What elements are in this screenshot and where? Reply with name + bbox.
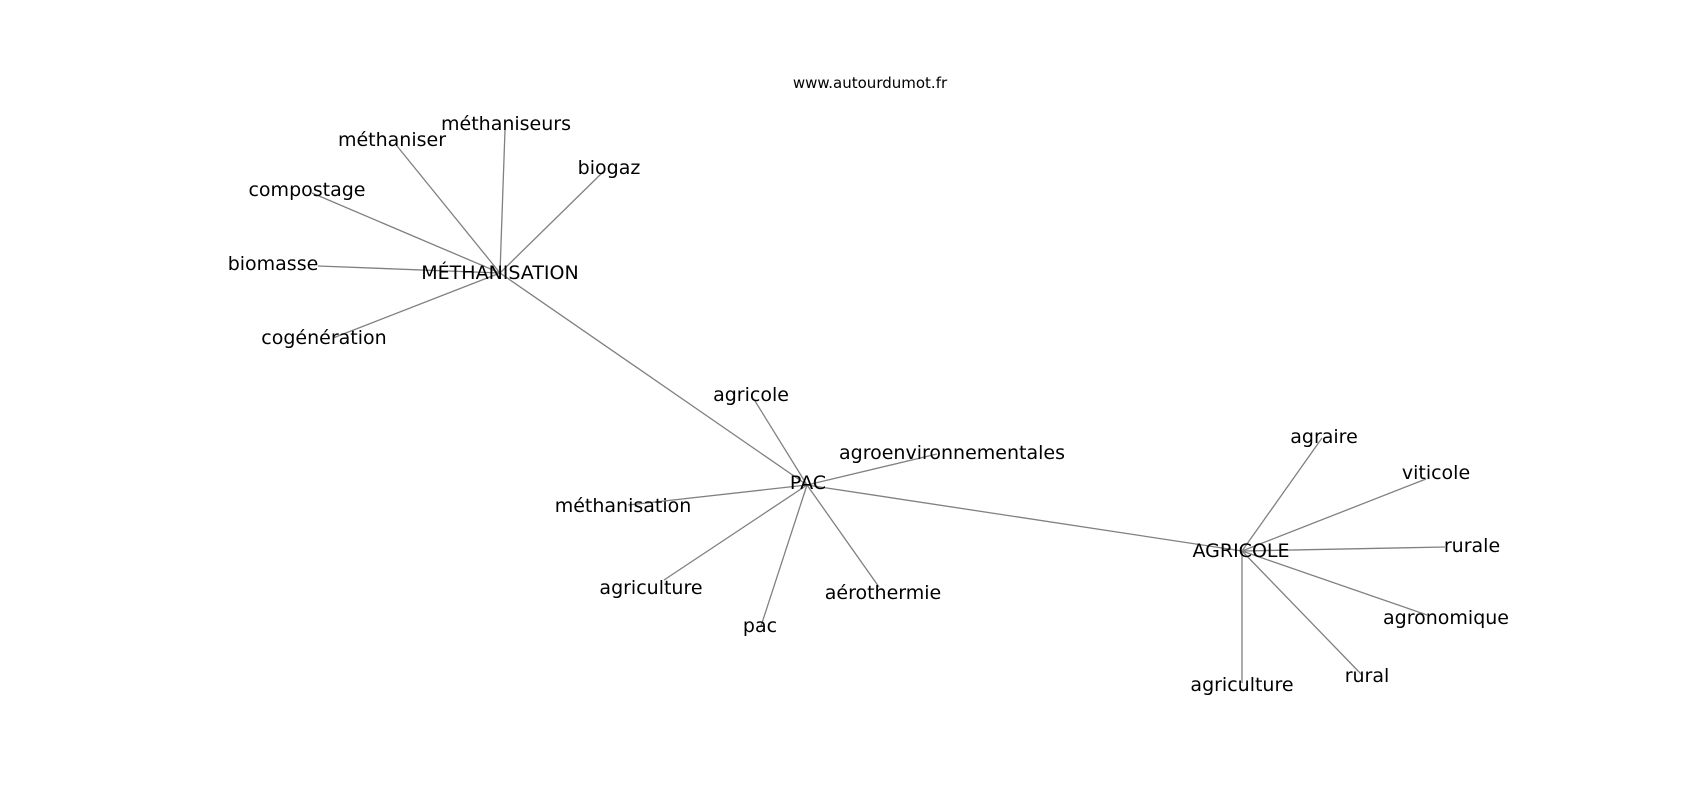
watermark-text: www.autourdumot.fr — [793, 74, 948, 92]
edge-methanisation_hub-biomasse — [317, 265, 501, 274]
edge-pac_hub-agricole — [754, 400, 808, 486]
node-label-methaniseurs: méthaniseurs — [441, 113, 571, 135]
node-label-agraire: agraire — [1290, 426, 1358, 448]
node-label-biomasse: biomasse — [228, 253, 319, 275]
label-group: MÉTHANISATIONPACAGRICOLEméthaniseursméth… — [228, 113, 1509, 696]
edge-methanisation_hub-compostage — [311, 192, 501, 274]
edge-methanisation_hub-biogaz — [499, 170, 605, 274]
edge-pac_hub-pac — [760, 484, 808, 627]
node-label-agroenvironnementales: agroenvironnementales — [839, 442, 1065, 464]
edge-agricole_hub-rural — [1241, 550, 1363, 676]
node-label-agricole-hub: AGRICOLE — [1192, 540, 1289, 562]
node-label-compostage: compostage — [248, 179, 365, 201]
node-label-biogaz: biogaz — [578, 157, 641, 179]
edge-methanisation_hub-methaniser — [396, 145, 501, 274]
edge-methanisation_hub-methaniseurs — [499, 129, 506, 274]
node-label-agriculture-pac: agriculture — [599, 577, 702, 599]
edge-group — [311, 129, 1446, 683]
edge-agricole_hub-agronomique — [1241, 550, 1428, 616]
node-label-rurale: rurale — [1444, 535, 1500, 557]
edge-agricole_hub-rurale — [1241, 546, 1446, 552]
edge-methanisation_hub-cogeneration — [332, 272, 501, 339]
edge-pac_hub-agroenvironnementales — [806, 453, 938, 486]
edge-pac_hub-agricole_hub — [806, 484, 1243, 552]
node-label-pac: pac — [743, 615, 777, 637]
node-label-viticole: viticole — [1402, 462, 1470, 484]
edge-pac_hub-methanisation — [627, 484, 808, 506]
node-label-agronomique: agronomique — [1383, 607, 1509, 629]
node-label-cogeneration: cogénération — [261, 327, 386, 349]
edge-methanisation_hub-pac_hub — [499, 272, 808, 486]
node-label-aerothermie: aérothermie — [825, 582, 942, 604]
edge-pac_hub-aerothermie — [806, 484, 880, 588]
edge-pac_hub-agriculture_pac — [663, 484, 808, 581]
edge-agricole_hub-viticole — [1241, 478, 1427, 552]
edge-agricole_hub-agraire — [1241, 437, 1323, 552]
node-label-agricole: agricole — [713, 384, 789, 406]
node-label-methaniser: méthaniser — [338, 129, 446, 151]
node-label-pac-hub: PAC — [790, 472, 826, 494]
node-label-methanisation: méthanisation — [555, 495, 692, 517]
node-label-methanisation-hub: MÉTHANISATION — [421, 261, 578, 284]
node-label-rural: rural — [1345, 665, 1390, 687]
node-label-agriculture-agri: agriculture — [1190, 674, 1293, 696]
